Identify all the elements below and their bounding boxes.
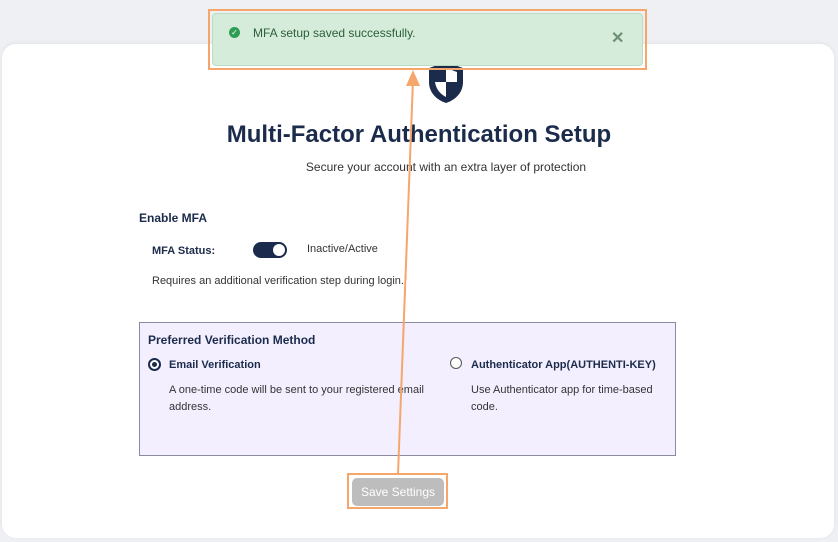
mfa-description: Requires an additional verification step… [152,275,404,287]
mfa-card [2,44,834,538]
toast-highlight [208,9,647,70]
toggle-state-text: Inactive/Active [307,243,378,255]
close-icon[interactable]: ✕ [611,30,625,47]
save-button-highlight [347,473,448,509]
authenticator-app-radio[interactable] [450,357,462,369]
mfa-status-label: MFA Status: [152,245,216,257]
success-toast [212,13,643,66]
check-circle-icon: ✓ [229,27,240,38]
email-verification-label[interactable]: Email Verification [169,359,261,371]
save-settings-button[interactable]: Save Settings [352,478,444,506]
authenticator-app-description: Use Authenticator app for time-based cod… [471,384,653,413]
toast-message: MFA setup saved successfully. [253,26,416,40]
authenticator-app-label[interactable]: Authenticator App(AUTHENTI-KEY) [471,359,656,371]
page-subtitle: Secure your account with an extra layer … [305,160,587,174]
mfa-status-toggle[interactable] [253,242,287,258]
toggle-knob [273,244,285,256]
email-verification-description: A one-time code will be sent to your reg… [169,384,424,413]
shield-icon [429,62,463,103]
page-title: Multi-Factor Authentication Setup [226,121,612,148]
email-verification-radio[interactable] [148,358,161,371]
verification-method-heading: Preferred Verification Method [148,333,316,347]
enable-mfa-heading: Enable MFA [139,211,208,225]
